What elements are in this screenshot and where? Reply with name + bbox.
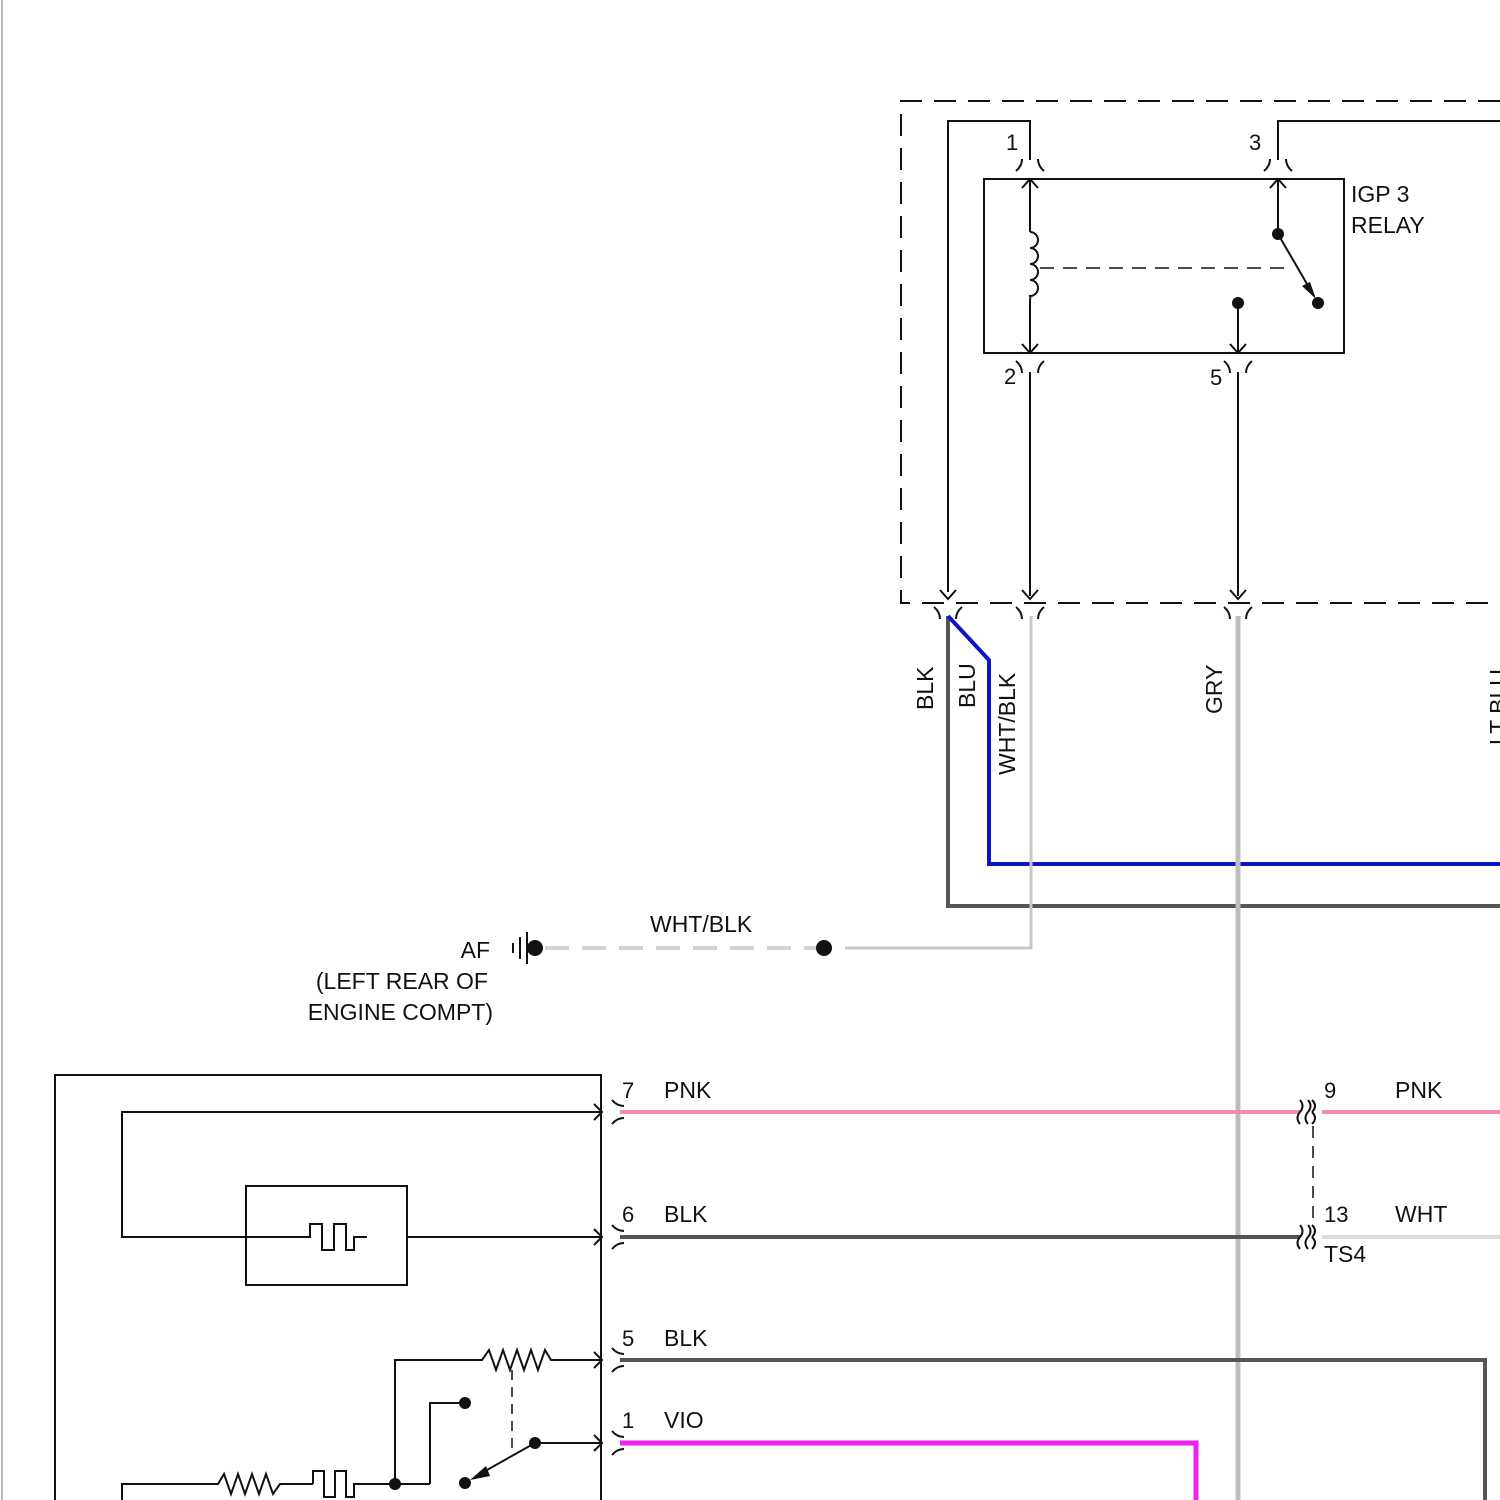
blk-wire-label: BLK <box>912 666 938 710</box>
module-internal-loop <box>122 1112 601 1237</box>
lt-blu-wire-label-partial: LT BLU <box>1485 669 1500 745</box>
ts4-pin-9: 9 <box>1324 1078 1336 1103</box>
module-pin-1: 1 <box>622 1408 634 1433</box>
module-pin-7: 7 <box>622 1078 634 1103</box>
pulse-waveform-icon <box>246 1224 367 1250</box>
switch-contact-trace <box>430 1403 465 1484</box>
ground-name: AF <box>461 937 490 963</box>
relay-switch-icon <box>1232 179 1324 353</box>
ground-location-line2: ENGINE COMPT) <box>308 999 493 1025</box>
resistor-2-icon <box>122 1474 313 1500</box>
ground-location-line1: (LEFT REAR OF <box>316 968 488 994</box>
module-pin-7-color: PNK <box>664 1077 712 1103</box>
switch-contact-dot <box>459 1397 471 1409</box>
relay-pin-5-label: 5 <box>1210 365 1222 390</box>
blu-wire-label: BLU <box>954 663 980 708</box>
relay-pin-2-label: 2 <box>1004 364 1016 389</box>
pulse-waveform-2-icon <box>313 1471 395 1497</box>
block-connectors <box>934 590 1252 619</box>
igp3-relay-box <box>984 179 1344 353</box>
module-pin-5-color: BLK <box>664 1325 708 1351</box>
module-connectors <box>594 1100 624 1455</box>
relay-name-line2: RELAY <box>1351 212 1425 238</box>
ts4-pin-13-color: WHT <box>1395 1201 1447 1227</box>
ground-icon <box>513 932 535 964</box>
module-pin-6: 6 <box>622 1202 634 1227</box>
blk-wire-pin5 <box>620 1360 1485 1500</box>
wht-blk-wire-label: WHT/BLK <box>994 672 1020 775</box>
relay-pin-connectors <box>1016 159 1292 373</box>
module-pin-5: 5 <box>622 1326 634 1351</box>
ts4-pin-13: 13 <box>1324 1202 1348 1227</box>
module-pin-6-color: BLK <box>664 1201 708 1227</box>
vio-wire <box>620 1443 1196 1500</box>
ground-splice-dot <box>816 940 832 956</box>
module-switch-icon <box>459 1437 601 1489</box>
module-sensor-box <box>246 1186 407 1285</box>
ts4-connector-name: TS4 <box>1324 1241 1366 1267</box>
relay-coil-icon <box>1030 179 1038 353</box>
module-outline <box>55 1075 601 1500</box>
relay-name-line1: IGP 3 <box>1351 181 1409 207</box>
ground-wire-label: WHT/BLK <box>650 911 753 937</box>
relay-pin-3-label: 3 <box>1249 130 1261 155</box>
ts4-pin-9-color: PNK <box>1395 1077 1443 1103</box>
gry-wire-label: GRY <box>1201 665 1227 714</box>
module-pin-1-color: VIO <box>664 1407 704 1433</box>
wht-blk-wire <box>845 616 1031 948</box>
relay-pin-1-label: 1 <box>1006 130 1018 155</box>
